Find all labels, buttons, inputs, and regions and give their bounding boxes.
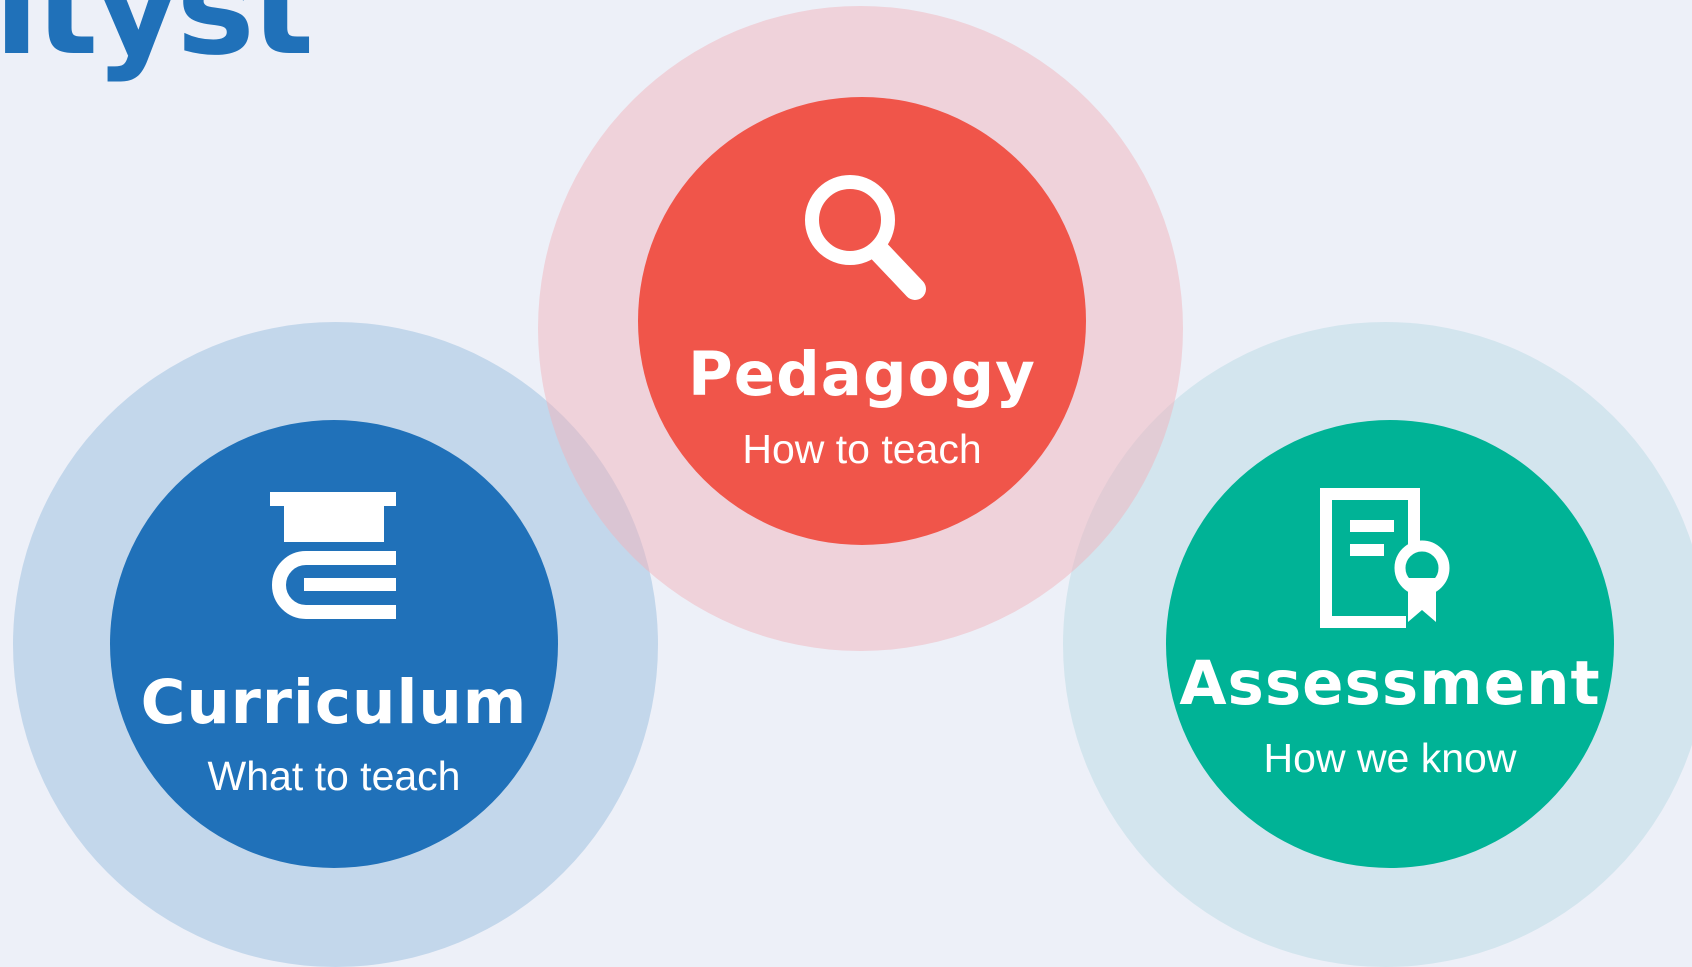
- assessment-circle: Assessment How we know: [1166, 420, 1614, 868]
- books-icon: [270, 492, 396, 619]
- pedagogy-title: Pedagogy: [688, 339, 1036, 410]
- brand-logo: ltyst: [0, 0, 314, 85]
- magnifying-glass-icon: [805, 175, 926, 300]
- assessment-title: Assessment: [1179, 648, 1601, 719]
- pedagogy-circle: Pedagogy How to teach: [638, 97, 1086, 545]
- assessment-subtitle: How we know: [1263, 735, 1517, 781]
- curriculum-circle: Curriculum What to teach: [110, 420, 558, 868]
- certificate-icon: [1320, 488, 1450, 628]
- curriculum-subtitle: What to teach: [207, 753, 461, 799]
- pedagogy-subtitle: How to teach: [742, 426, 982, 472]
- curriculum-title: Curriculum: [140, 667, 528, 738]
